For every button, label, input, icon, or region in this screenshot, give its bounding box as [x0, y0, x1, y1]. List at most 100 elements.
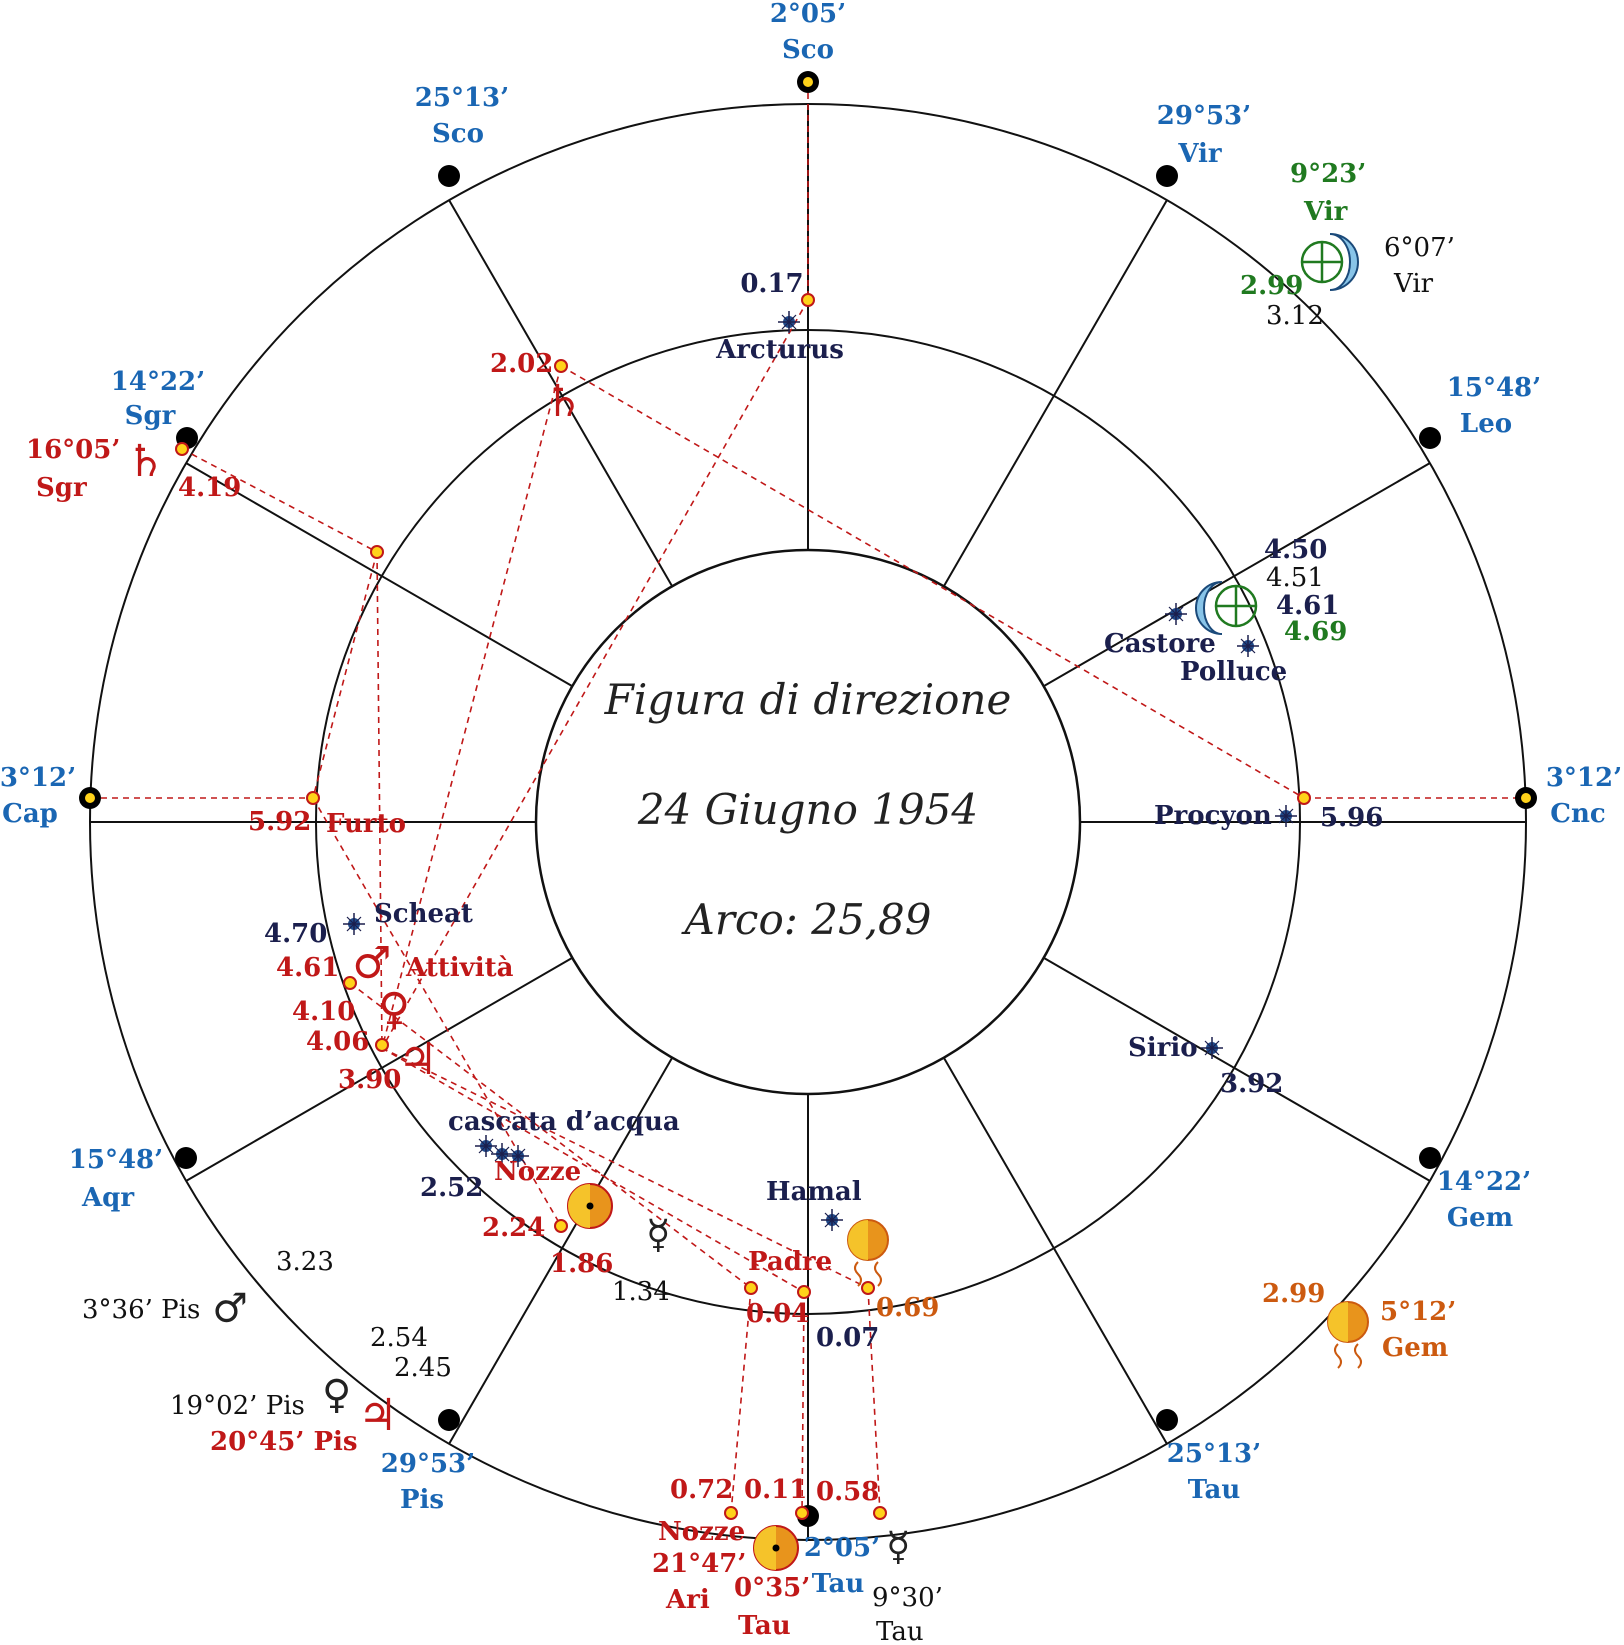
- earth-outer-icon: [1300, 240, 1344, 284]
- mars-inner-icon: ♂: [352, 938, 391, 989]
- cusp-ic-sign: Tau: [812, 1569, 865, 1599]
- chart-title: Figura di direzione 24 Giugno 1954 Arco:…: [604, 675, 1012, 944]
- value-069: 0.69: [876, 1293, 939, 1323]
- sun-tau-sign: Tau: [738, 1611, 791, 1641]
- moon-vir-black-deg: 6°07’: [1384, 233, 1455, 263]
- merc-tau-sign: Tau: [876, 1617, 924, 1645]
- direction-points: [175, 293, 1311, 1520]
- star-polluce-icon: [1236, 634, 1260, 658]
- cusp-9-deg: 29°53’: [1157, 101, 1251, 131]
- cusp-2-deg: 15°48’: [69, 1145, 163, 1175]
- cusp-top-sign: Sco: [782, 35, 834, 65]
- cusp-6-sign: Gem: [1447, 1203, 1513, 1233]
- saturn-sgr-deg: 16°05’: [26, 435, 120, 465]
- value-392: 3.92: [1220, 1069, 1283, 1099]
- node-gem-deg: 5°12’: [1380, 1297, 1456, 1327]
- node-gem-sign: Gem: [1382, 1333, 1448, 1363]
- saturn-sgr-sign: Sgr: [36, 473, 87, 503]
- moon-outer-icon: [1329, 233, 1359, 291]
- value-406: 4.06: [306, 1027, 369, 1057]
- value-323: 3.23: [276, 1247, 334, 1277]
- cusp-5-deg: 25°13’: [1167, 1439, 1261, 1469]
- nozze-deg: 21°47’: [652, 1549, 746, 1579]
- merc-tau-deg: 9°30’: [872, 1583, 943, 1613]
- value-469: 4.69: [1284, 617, 1347, 647]
- star-arcturus-label: Arcturus: [715, 335, 844, 365]
- label-furto: Furto: [326, 809, 406, 839]
- value-245: 2.45: [394, 1353, 452, 1383]
- spoke-12: [185, 462, 573, 687]
- label-nozze-outer: Nozze: [658, 1517, 745, 1547]
- cusp-dsc-deg: 3°12’: [1546, 763, 1622, 793]
- fixed-stars: Arcturus 0.17 Castore Polluce Procyon Si…: [342, 269, 1298, 1232]
- star-hamal-label: Hamal: [766, 1177, 862, 1207]
- spoke-2: [185, 957, 573, 1182]
- wheel: [89, 103, 1527, 1541]
- moon-vir-green-sign: Vir: [1303, 197, 1348, 227]
- value-186: 1.86: [550, 1249, 613, 1279]
- star-procyon-label: Procyon: [1154, 801, 1272, 831]
- mercury-outer-icon: ☿: [886, 1524, 911, 1570]
- label-padre: Padre: [748, 1247, 832, 1277]
- star-cascata-label: cascata d’acqua: [448, 1107, 680, 1137]
- saturn-inner-icon: ♄: [544, 376, 583, 427]
- sun-inner-icon: [567, 1183, 613, 1229]
- value-451: 4.51: [1266, 563, 1324, 593]
- value-011: 0.11: [744, 1475, 807, 1505]
- sun-tau-deg: 0°35’: [734, 1573, 810, 1603]
- value-461a: 4.61: [1276, 591, 1339, 621]
- star-sirio-icon: [1200, 1036, 1224, 1060]
- value-410: 4.10: [292, 997, 355, 1027]
- value-072: 0.72: [670, 1475, 733, 1505]
- star-sirio-label: Sirio: [1128, 1033, 1198, 1063]
- moon-vir-black-sign: Vir: [1393, 269, 1434, 299]
- saturn-outer-icon: ♄: [126, 436, 165, 487]
- value-390: 3.90: [338, 1065, 401, 1095]
- node-outer-icon: [1327, 1301, 1369, 1369]
- earth-inner-icon: [1214, 584, 1258, 628]
- star-castore-label: Castore: [1104, 629, 1216, 659]
- cusp-top-deg: 2°05’: [770, 0, 846, 29]
- pisces-group: 3.23 3°36’ Pis ♂ 2.54 2.45 ♀ 19°02’ Pis …: [82, 1247, 452, 1457]
- title-line2: 24 Giugno 1954: [637, 785, 978, 834]
- cusp-asc-sign: Cap: [2, 799, 58, 829]
- title-line3: Arco: 25,89: [681, 895, 932, 944]
- star-scheat-icon: [342, 912, 366, 936]
- moon-inner-group: 4.50 4.51 4.61 4.69: [1195, 535, 1347, 647]
- value-299-orange: 2.99: [1262, 1279, 1325, 1309]
- cusp-8-sign: Leo: [1460, 409, 1512, 439]
- value-592: 5.92: [248, 807, 311, 837]
- mars-outer-icon: ♂: [212, 1286, 248, 1332]
- value-004: 0.04: [746, 1299, 809, 1329]
- spoke-9: [943, 199, 1168, 587]
- label-nozze-inner: Nozze: [494, 1157, 581, 1187]
- mercury-inner-icon: ☿: [646, 1212, 671, 1258]
- red-values: 2.02 ♄ 16°05’ Sgr ♄ 4.19 5.92 Furto 5.96…: [26, 349, 1383, 1645]
- cusp-11-deg: 25°13’: [415, 83, 509, 113]
- value-134: 1.34: [612, 1277, 670, 1307]
- moon-vir-green-deg: 9°23’: [1290, 159, 1366, 189]
- star-scheat-label: Scheat: [374, 899, 473, 929]
- title-line1: Figura di direzione: [604, 675, 1012, 724]
- node-inner-icon: [847, 1219, 889, 1287]
- cusp-3-deg: 29°53’: [381, 1449, 475, 1479]
- value-470: 4.70: [264, 919, 327, 949]
- moon-vir-group: 9°23’ Vir 6°07’ Vir 2.99 3.12: [1240, 159, 1455, 331]
- jupiter-pis: 20°45’ Pis: [210, 1427, 358, 1457]
- value-224: 2.24: [482, 1213, 545, 1243]
- cusp-2-sign: Aqr: [81, 1183, 134, 1213]
- sun-outer-icon: [753, 1525, 799, 1571]
- value-017: 0.17: [740, 269, 803, 299]
- cusp-5-sign: Tau: [1188, 1475, 1241, 1505]
- value-252: 2.52: [420, 1173, 483, 1203]
- jupiter-inner-icon: ♃: [398, 1034, 437, 1085]
- spoke-11: [448, 199, 673, 587]
- cusp-3-sign: Pis: [400, 1485, 444, 1515]
- value-058: 0.58: [816, 1477, 879, 1507]
- spoke-5: [943, 1057, 1168, 1445]
- moon-inner-icon: [1195, 581, 1223, 635]
- cusp-labels: 2°05’ Sco 25°13’ Sco 14°22’ Sgr 3°12’ Ca…: [0, 0, 1622, 1599]
- cusp-asc-deg: 3°12’: [0, 763, 76, 793]
- star-polluce-label: Polluce: [1180, 657, 1287, 687]
